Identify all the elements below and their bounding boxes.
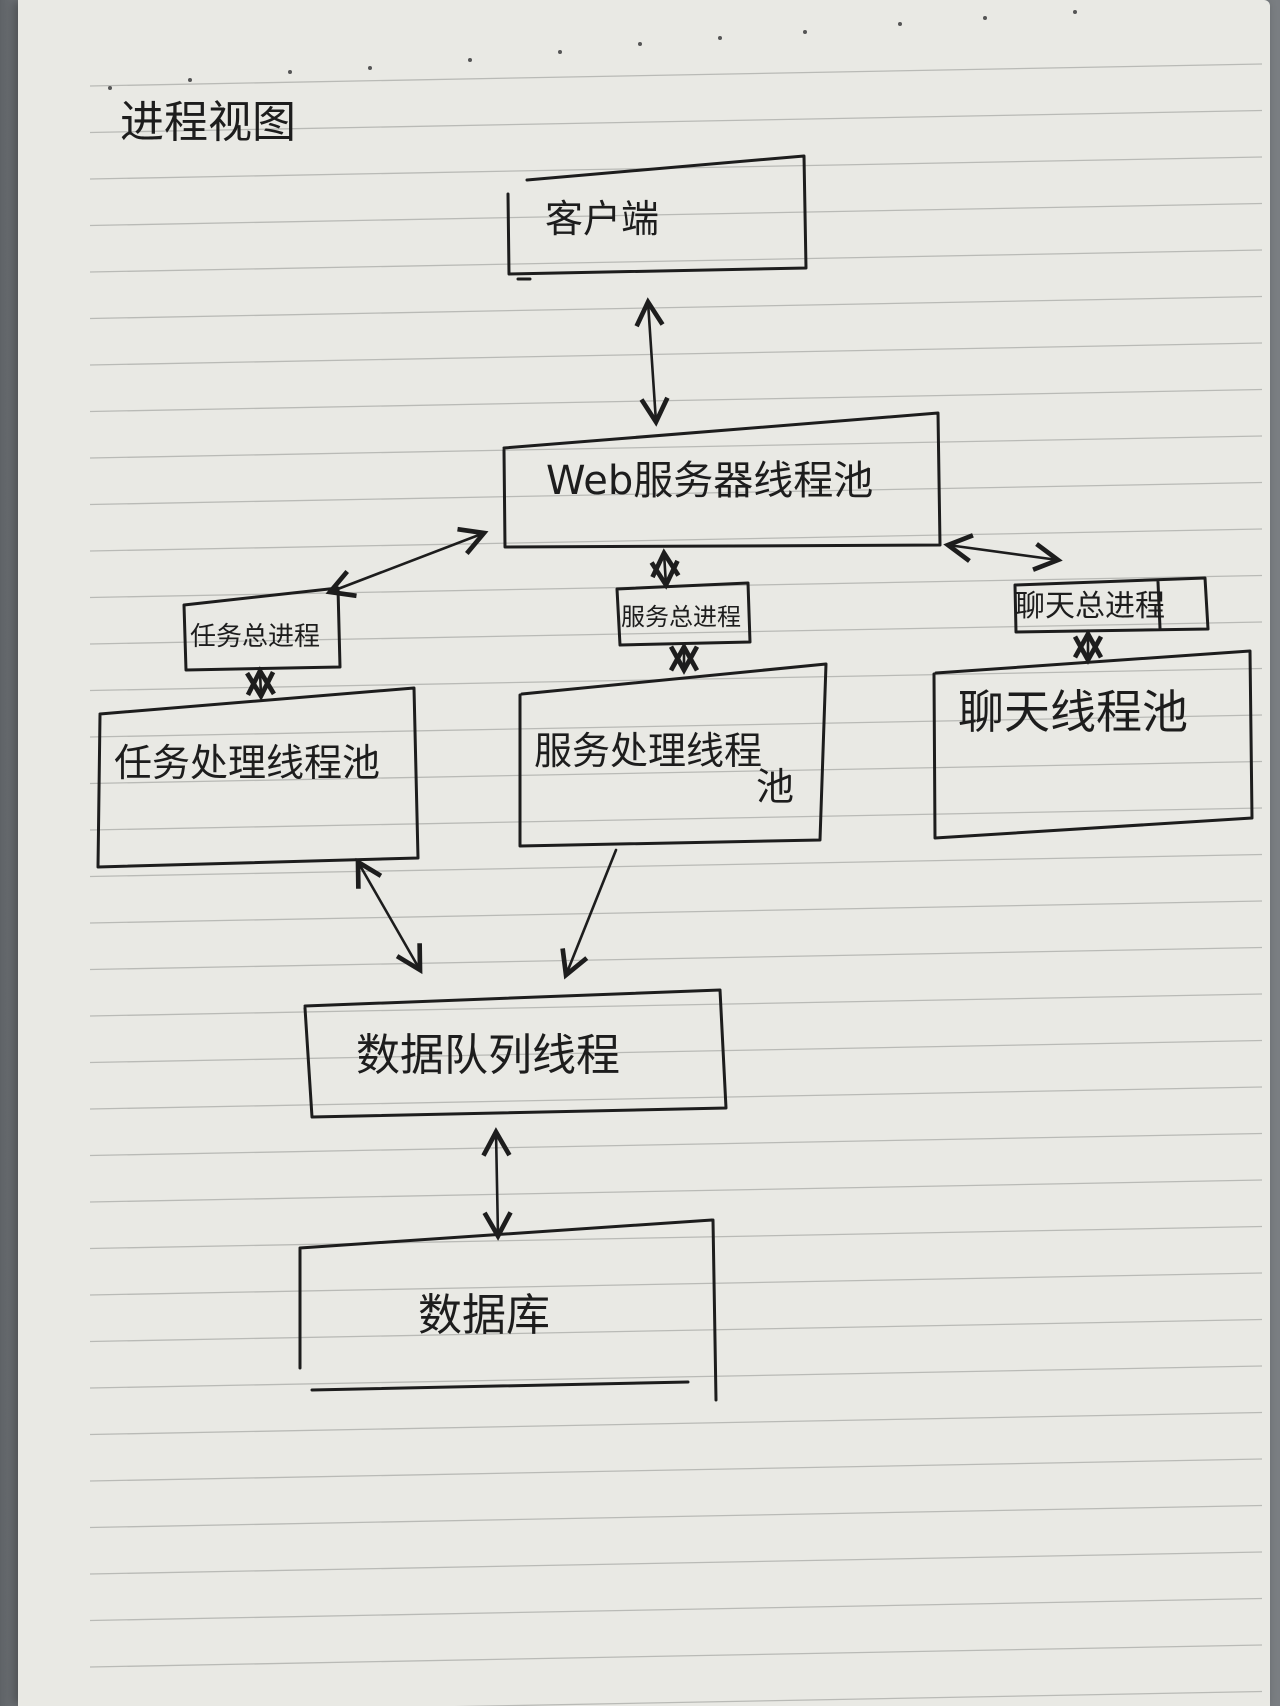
service-master-box (615, 581, 752, 647)
ruled-line (89, 1597, 1263, 1622)
notebook-page (18, 0, 1270, 1706)
service-pool-label-line1: 服务处理线程 (534, 729, 762, 773)
ruled-line (89, 388, 1263, 413)
data-queue-box (303, 988, 728, 1119)
arrow-web-chat-master (943, 533, 1063, 572)
ruled-line (89, 1086, 1263, 1110)
ruled-line (89, 1272, 1263, 1296)
task-master-label: 任务总进程 (190, 622, 320, 652)
ruled-line (89, 1132, 1263, 1157)
ruled-line (89, 63, 1263, 87)
arrow-client-web (634, 297, 670, 427)
task-pool-label: 任务处理线程池 (114, 741, 380, 785)
ruled-line (89, 1365, 1263, 1389)
ruled-line (89, 760, 1263, 785)
chat-master-label: 聊天总进程 (1015, 589, 1165, 624)
ruled-line (89, 1504, 1263, 1529)
arrow-queue-database (481, 1127, 513, 1241)
service-pool-label-line2: 池 (756, 765, 794, 809)
ruled-line (89, 993, 1263, 1017)
ruled-line (89, 528, 1263, 552)
ruled-line (89, 481, 1263, 506)
ruled-line (89, 1318, 1263, 1343)
client-box (506, 154, 808, 281)
arrow-web-task-master (325, 526, 489, 599)
chat-pool-label: 聊天线程池 (958, 685, 1188, 739)
web-server-pool-box (502, 411, 942, 549)
task-master-box (182, 586, 342, 672)
ruled-line (89, 900, 1263, 924)
arrow-task-master-pool (245, 666, 276, 701)
ruled-line (89, 853, 1263, 878)
ruled-line (89, 435, 1263, 459)
ruled-line (89, 1039, 1263, 1064)
ruled-line (89, 1458, 1263, 1482)
arrow-service-pool-queue (560, 848, 618, 980)
page-title: 进程视图 (120, 97, 296, 148)
web-server-pool-label: Web服务器线程池 (546, 458, 873, 504)
database-label: 数据库 (418, 1290, 550, 1341)
ruled-line (89, 807, 1263, 831)
ruled-line (89, 1411, 1263, 1436)
ruled-line (89, 342, 1263, 366)
ruled-line (454, 1690, 1263, 1706)
ruled-lines (89, 63, 1263, 1706)
data-queue-label: 数据队列线程 (356, 1030, 620, 1081)
ruled-line (89, 202, 1263, 227)
chat-master-box (1013, 576, 1210, 634)
service-pool-box (518, 662, 828, 848)
binder-dots (108, 10, 1077, 90)
ruled-line (89, 621, 1263, 645)
ruled-line (89, 249, 1263, 273)
ruled-line (89, 1179, 1263, 1203)
ruled-line (89, 1225, 1263, 1250)
ruled-line (89, 946, 1263, 971)
client-label: 客户端 (545, 197, 659, 241)
database-box (298, 1218, 718, 1402)
service-master-label: 服务总进程 (621, 603, 741, 631)
ruled-line (89, 1551, 1263, 1575)
chat-pool-box (932, 649, 1254, 840)
ruled-line (89, 1644, 1263, 1668)
ruled-line (89, 109, 1263, 134)
arrow-web-service-master (649, 548, 681, 590)
ruled-line (89, 295, 1263, 320)
arrow-task-pool-queue (355, 857, 423, 975)
ruled-line (89, 714, 1263, 738)
